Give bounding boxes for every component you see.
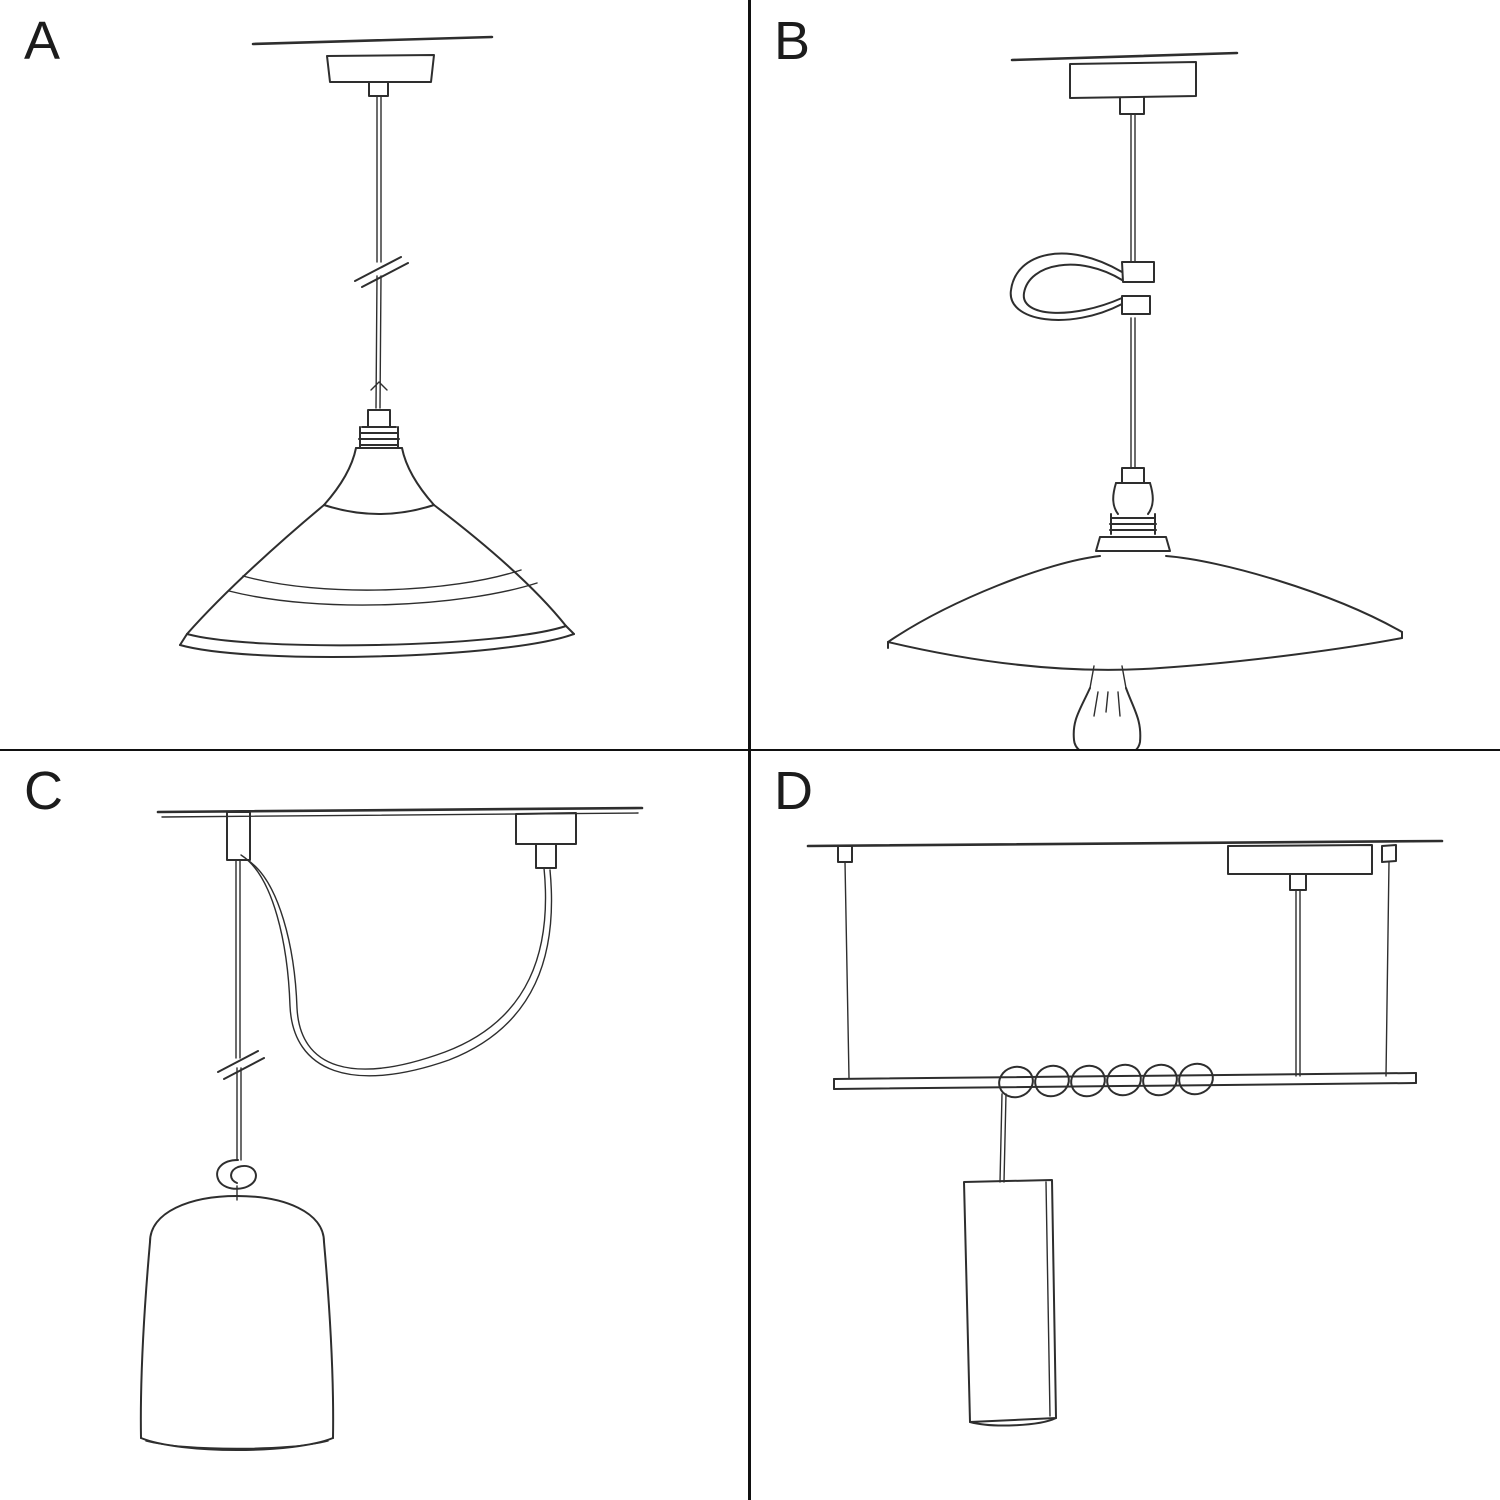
cable-coil (998, 1062, 1214, 1099)
ceiling-rose (515, 812, 577, 869)
panel-d: D (750, 750, 1500, 1500)
pendant-cable (1130, 113, 1136, 469)
pendant-drop-cable (999, 1093, 1007, 1183)
flat-plate-shade (887, 555, 1403, 671)
tube-pendant (963, 1179, 1057, 1427)
cable-break-mark (217, 1050, 265, 1080)
ceiling-hook (226, 811, 251, 861)
right-suspension-wire (1381, 844, 1397, 1077)
panel-c: C (0, 750, 750, 1500)
lamp-holder (358, 409, 400, 449)
light-bulb (1072, 665, 1142, 750)
cable-hook-clip (1009, 252, 1155, 321)
lamp-shade (179, 447, 575, 658)
bell-shade (139, 1195, 335, 1451)
suspension-bar (833, 1072, 1417, 1090)
panel-d-label: D (774, 761, 814, 821)
ceiling-rose (326, 54, 435, 97)
lamp-holder (1095, 467, 1171, 552)
rose-drop-cable (1295, 889, 1301, 1077)
ceiling-line (806, 839, 1444, 848)
drop-cable (235, 859, 242, 1161)
ceiling-line (1010, 51, 1239, 62)
ceiling-line (251, 35, 494, 46)
swag-cable (240, 854, 553, 1077)
panel-a: A (0, 0, 750, 750)
panel-a-label: A (24, 11, 62, 71)
horizontal-divider (0, 749, 1500, 751)
panel-b: B (750, 0, 1500, 750)
panel-b-label: B (774, 11, 812, 71)
panel-c-label: C (24, 761, 64, 821)
ceiling-rose (1069, 61, 1197, 115)
cable-knot (216, 1159, 257, 1201)
left-suspension-wire (837, 845, 853, 1079)
cable-break-mark (354, 256, 409, 288)
ceiling-rose (1227, 844, 1373, 891)
pendant-cable (370, 95, 388, 409)
